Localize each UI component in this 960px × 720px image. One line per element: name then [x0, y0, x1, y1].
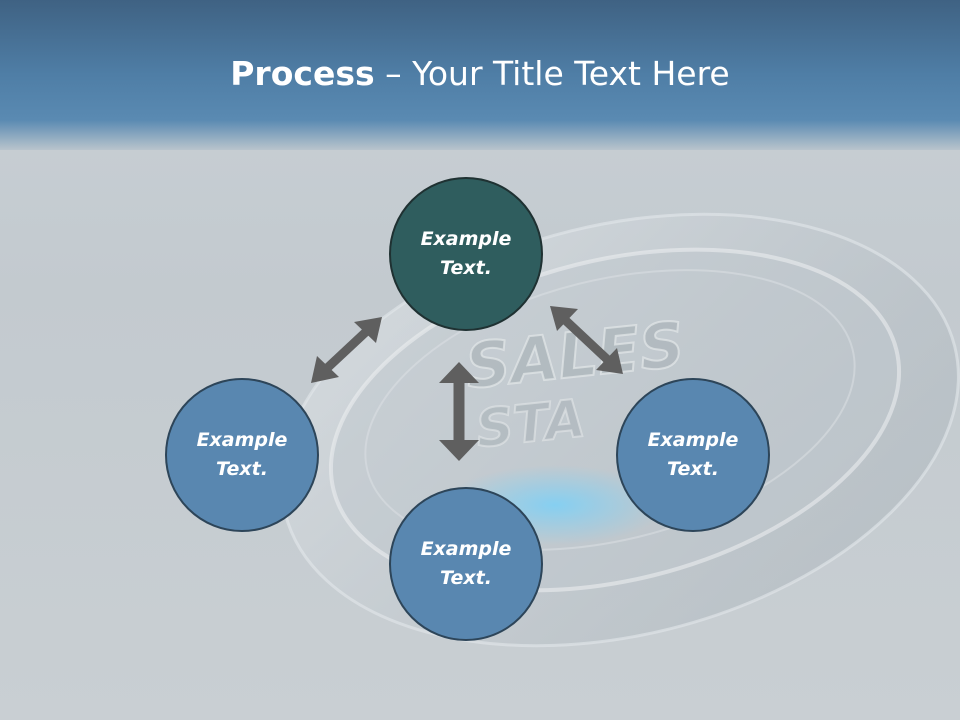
node-label-line1: Example — [420, 228, 512, 250]
process-node-left[interactable]: Example Text. — [165, 378, 319, 532]
double-arrow-right-top — [550, 306, 623, 374]
title-bold: Process — [230, 54, 375, 93]
process-node-right[interactable]: Example Text. — [616, 378, 770, 532]
process-node-top[interactable]: Example Text. — [389, 177, 543, 331]
page-title: Process – Your Title Text Here — [0, 52, 960, 96]
node-label-line1: Example — [196, 429, 288, 451]
title-rest: – Your Title Text Here — [374, 54, 730, 93]
double-arrow-left-top — [311, 317, 382, 383]
node-label-line2: Text. — [440, 567, 492, 589]
background-start-text: STA — [473, 389, 588, 460]
process-node-bottom[interactable]: Example Text. — [389, 487, 543, 641]
node-label-line2: Text. — [216, 458, 268, 480]
node-label-line1: Example — [420, 538, 512, 560]
double-arrow-vertical — [439, 362, 479, 461]
title-banner — [0, 0, 960, 150]
node-label-line1: Example — [647, 429, 739, 451]
node-label-line2: Text. — [440, 257, 492, 279]
node-label-line2: Text. — [667, 458, 719, 480]
